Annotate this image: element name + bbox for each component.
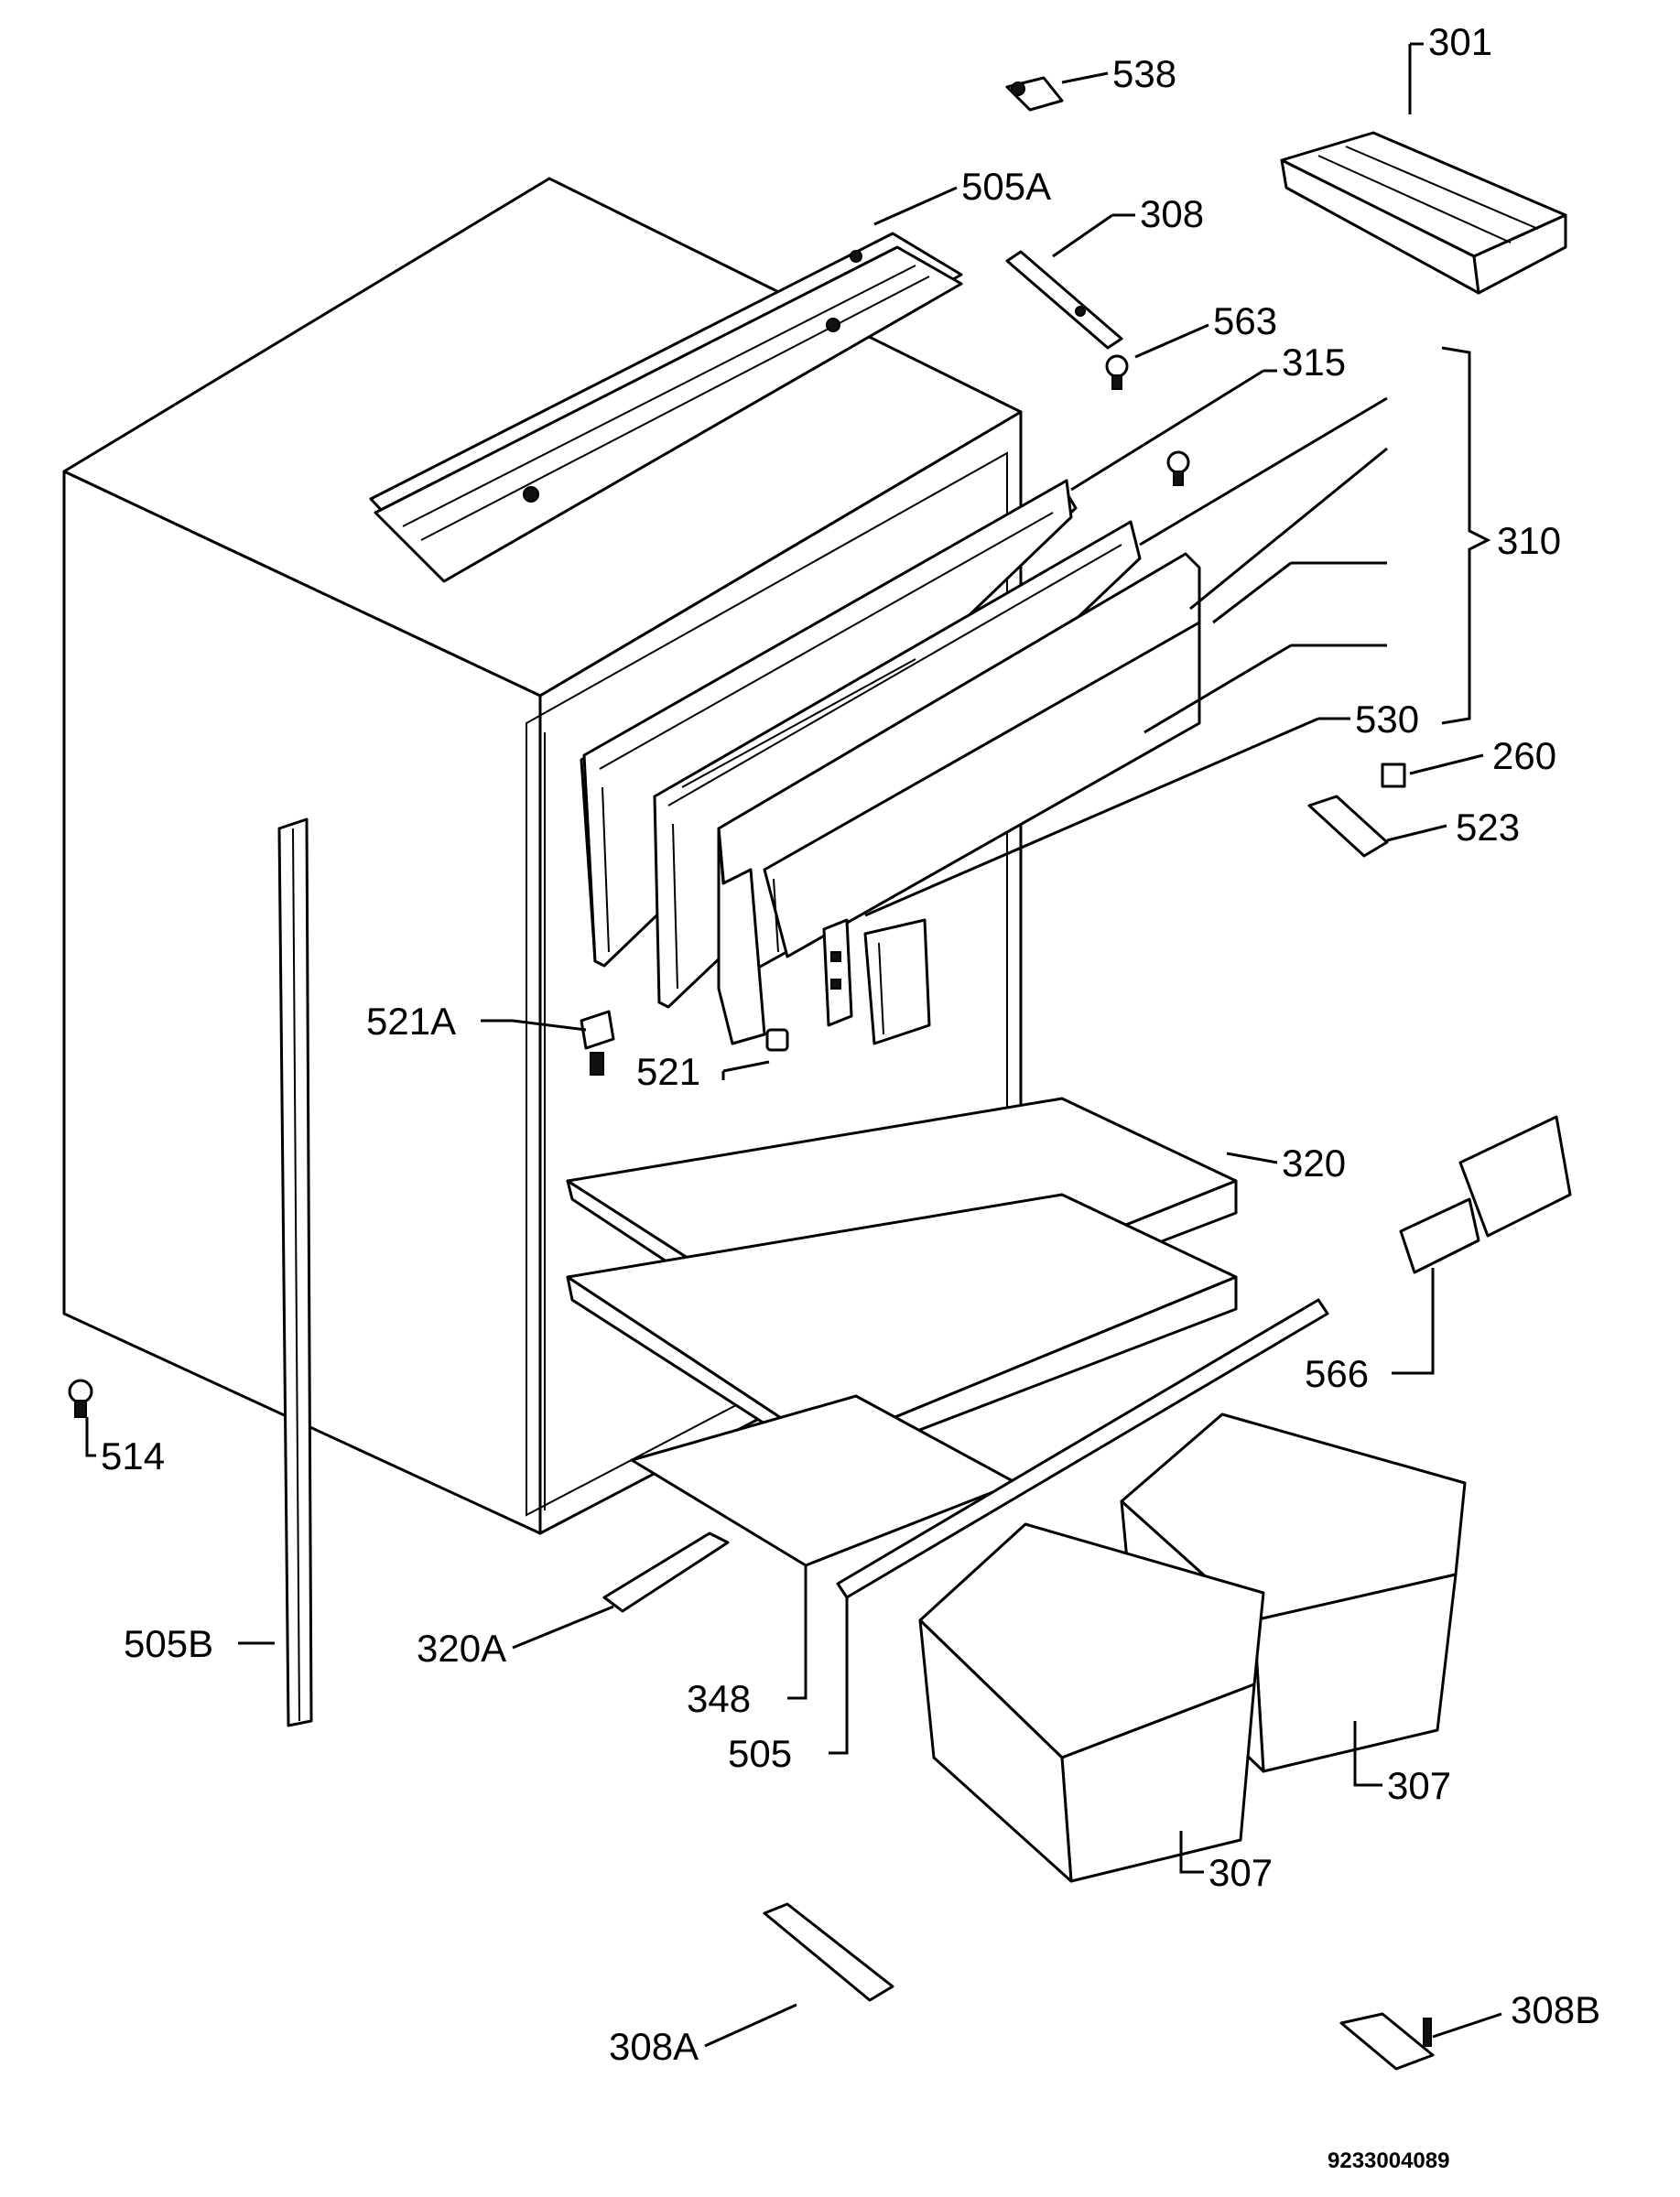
callout-308: 308: [1140, 192, 1204, 235]
callout-563: 563: [1213, 299, 1277, 342]
ice-scraper-566: [1399, 1115, 1572, 1274]
callout-514: 514: [101, 1434, 165, 1477]
callout-307-left: 307: [1209, 1851, 1273, 1894]
callout-505A: 505A: [961, 165, 1051, 208]
rail-320A: [602, 1531, 730, 1613]
hinge-308A: [763, 1902, 894, 2002]
hinge-308: [1005, 250, 1123, 350]
shelf-lower: [566, 1193, 1238, 1466]
callout-320A: 320A: [417, 1627, 506, 1670]
callout-566: 566: [1305, 1352, 1369, 1395]
shelf-support-521A: [580, 1010, 615, 1076]
callout-308B: 308B: [1511, 1988, 1600, 2031]
top-cover: [369, 232, 963, 583]
callout-260: 260: [1492, 734, 1556, 777]
hinge-pin-538: [1005, 76, 1064, 112]
door-handle: [863, 918, 931, 1045]
ice-tray-301: [1280, 131, 1567, 295]
screw-cap: [1166, 450, 1190, 486]
clip-260: [1381, 763, 1406, 788]
callout-538: 538: [1112, 52, 1176, 95]
callout-505: 505: [728, 1732, 792, 1775]
hinge-308B: [1339, 2012, 1435, 2071]
callout-530: 530: [1355, 698, 1419, 741]
crisper-drawer-left: [918, 1522, 1265, 1883]
door-seal-strip: [277, 817, 313, 1727]
cap-521: [765, 1028, 789, 1052]
bolt-514: [68, 1379, 93, 1418]
callout-521: 521: [636, 1050, 700, 1093]
door-outer-panel: [717, 552, 1201, 1045]
callout-523: 523: [1456, 806, 1520, 849]
callout-308A: 308A: [609, 2025, 699, 2068]
callout-320: 320: [1282, 1142, 1346, 1185]
callout-310: 310: [1497, 519, 1561, 562]
leader-lines: [85, 42, 1502, 2048]
crisper-rail-505: [836, 1298, 1329, 1599]
bushing-523: [1307, 795, 1389, 858]
callout-521A: 521A: [366, 1000, 456, 1043]
callout-315: 315: [1282, 341, 1346, 384]
drawing-number: 9233004089: [1328, 2148, 1449, 2173]
callout-348: 348: [687, 1677, 751, 1720]
screw-563: [1105, 354, 1129, 390]
callout-505B: 505B: [124, 1622, 213, 1665]
door-hinge-530: [822, 918, 853, 1027]
callout-301: 301: [1428, 20, 1492, 63]
callout-307-right: 307: [1387, 1764, 1451, 1807]
callout-labels: 301 538 505A 308 563 315 310 530 260 523…: [101, 20, 1600, 2173]
